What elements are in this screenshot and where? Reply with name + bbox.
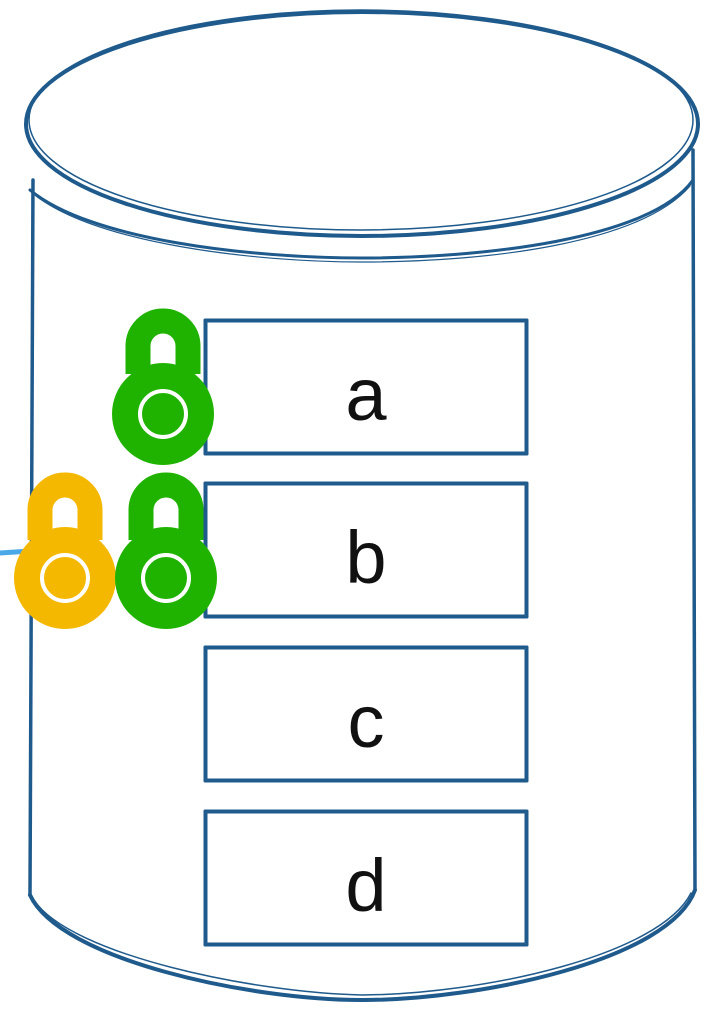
record-box-c: c bbox=[205, 647, 527, 781]
record-label-d: d bbox=[345, 844, 386, 927]
record-label-c: c bbox=[348, 680, 385, 763]
padlock-icon bbox=[115, 485, 217, 629]
record-label-a: a bbox=[345, 353, 387, 436]
padlock-icon bbox=[112, 321, 214, 465]
record-box-a: a bbox=[205, 320, 527, 454]
cylinder-top-ellipse bbox=[26, 12, 698, 236]
padlock-icon bbox=[14, 485, 116, 629]
record-box-b: b bbox=[205, 483, 527, 617]
cylinder-inner-rim bbox=[30, 180, 693, 258]
record-label-b: b bbox=[345, 516, 386, 599]
cylinder-body-right-edge bbox=[693, 150, 695, 890]
record-box-d: d bbox=[205, 811, 527, 945]
cylinder-inner-rim-double bbox=[36, 186, 690, 262]
